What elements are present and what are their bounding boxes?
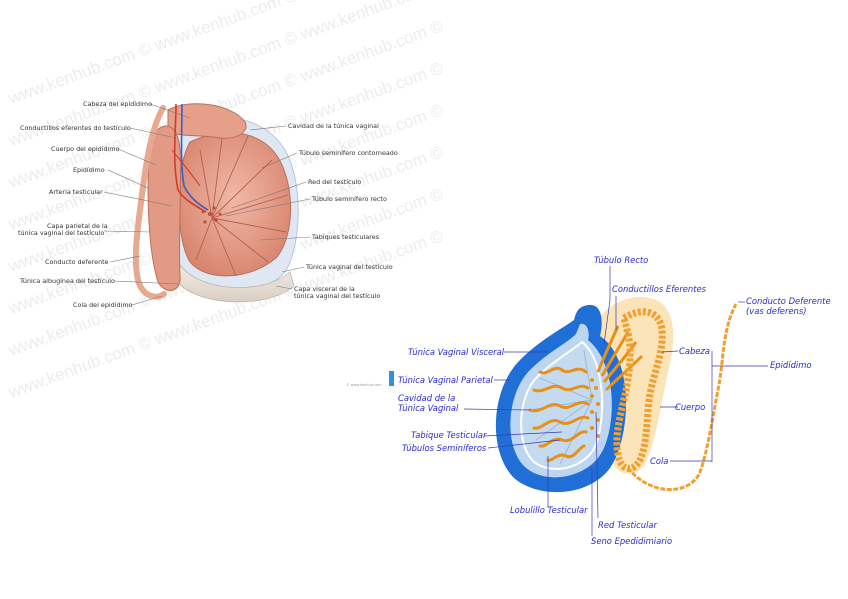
left-leader-lines bbox=[103, 103, 311, 306]
label-seno-epedidimiario: Seno Epedidimiario bbox=[591, 536, 672, 546]
label-tunica-vaginal-visceral: Túnica Vaginal Visceral bbox=[408, 347, 505, 357]
tunica-albuginea-band bbox=[175, 260, 295, 303]
label-arteria-testicular: Arteria testicular bbox=[49, 188, 103, 196]
right-schematic bbox=[495, 296, 738, 493]
label-cuerpo-del-epididimo: Cuerpo del epidídimo bbox=[51, 145, 120, 153]
label-cabeza: Cabeza bbox=[679, 346, 710, 356]
right-leader-lines bbox=[463, 266, 768, 536]
label-tunica-albuginea: Túnica albugínea del testículo bbox=[19, 277, 115, 285]
epididymis-coil bbox=[613, 308, 666, 472]
testicular-artery-branch bbox=[171, 149, 201, 187]
label-epididimo: Epidídimo bbox=[73, 166, 105, 174]
label-tunica-vaginal-testiculo: Túnica vaginal del testículo bbox=[305, 263, 393, 271]
label-cavidad-de-la: Cavidad de la bbox=[398, 393, 455, 403]
label-tubulo-recto: Túbulo Recto bbox=[594, 255, 648, 265]
label-epididimo: Epidídimo bbox=[770, 360, 812, 370]
testicular-septa bbox=[195, 135, 289, 277]
epididymis-body bbox=[147, 125, 182, 291]
label-capa-visceral-2: túnica vaginal del testículo bbox=[294, 292, 380, 300]
conducto-deferente-line bbox=[626, 303, 738, 491]
label-conductillos-eferentes: Conductillos eferentes do testículo bbox=[20, 124, 131, 132]
label-tabique-testicular: Tabique Testicular bbox=[411, 430, 487, 440]
epididymis-head bbox=[167, 103, 247, 139]
label-tubulo-recto: Túbulo seminífero recto bbox=[311, 195, 387, 203]
left-labels: Cabeza del epidídimo Conductillos eferen… bbox=[18, 100, 398, 387]
label-red-testicular: Red Testicular bbox=[598, 520, 658, 530]
seminiferous-tubules bbox=[528, 366, 590, 462]
blue-marker bbox=[389, 371, 394, 386]
label-lobulillo-testicular: Lobulillo Testicular bbox=[510, 505, 588, 515]
label-cavidad-tunica-vaginal: Cavidad de la túnica vaginal bbox=[288, 122, 379, 130]
label-tunica-vaginal-parietal: Túnica Vaginal Parietal bbox=[398, 375, 494, 385]
label-red-del-testiculo: Red del testículo bbox=[308, 178, 361, 186]
ductus-deferens bbox=[132, 105, 167, 300]
label-conductillos-eferentes: Conductillos Eferentes bbox=[612, 284, 707, 294]
pampiniform-vein bbox=[180, 103, 209, 211]
label-capa-parietal-1: Capa parietal de la bbox=[47, 222, 108, 230]
rete-testis-dots bbox=[590, 378, 600, 438]
label-tubulo-contorneado: Túbulo seminífero contorneado bbox=[298, 149, 398, 157]
label-cola-del-epididimo: Cola del epidídimo bbox=[73, 301, 133, 309]
testis-body bbox=[178, 132, 291, 277]
label-cuerpo: Cuerpo bbox=[675, 402, 705, 412]
label-capa-visceral-1: Capa visceral de la bbox=[294, 285, 355, 293]
kenhub-credit: © www.kenhub.com bbox=[346, 383, 382, 387]
left-anatomy-illustration bbox=[132, 103, 299, 303]
label-vas-deferens: (vas deferens) bbox=[746, 306, 807, 316]
label-conducto-deferente: Conducto Deferente bbox=[746, 296, 831, 306]
label-tubulos-seminiferos: Túbulos Seminíferos bbox=[402, 443, 487, 453]
label-tunica-vaginal: Túnica Vaginal bbox=[398, 403, 459, 413]
label-tabiques-testiculares: Tabiques testiculares bbox=[311, 233, 380, 241]
right-labels: Túbulo Recto Conductillos Eferentes Cond… bbox=[398, 255, 831, 546]
testicular-artery bbox=[173, 103, 207, 213]
rete-testis bbox=[201, 206, 222, 224]
label-conducto-deferente: Conducto deferente bbox=[45, 258, 109, 266]
label-cabeza-del-epididimo: Cabeza del epidídimo bbox=[83, 100, 152, 108]
label-cola: Cola bbox=[650, 456, 668, 466]
label-capa-parietal-2: túnica vaginal del testículo bbox=[18, 229, 104, 237]
